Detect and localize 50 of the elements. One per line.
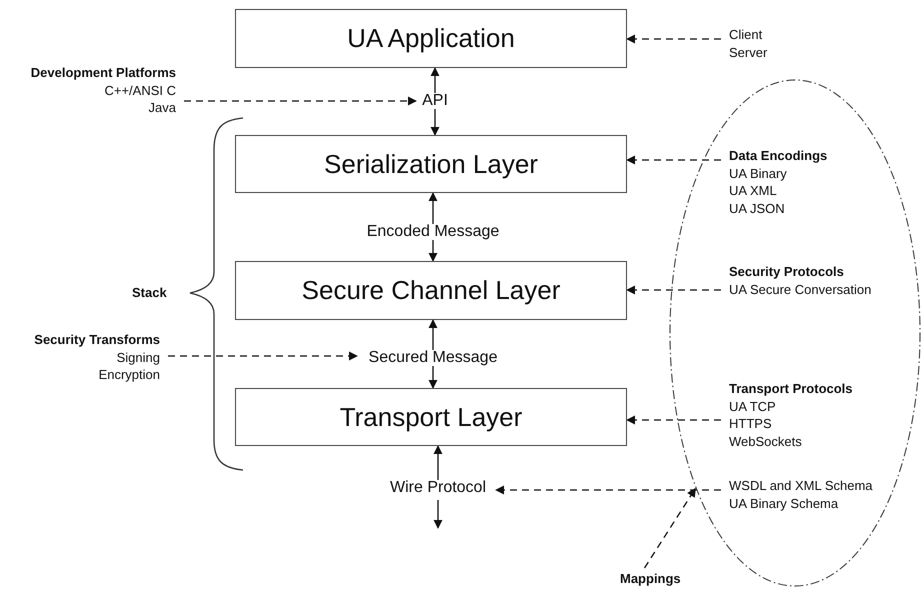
dashed-arrow: [626, 285, 721, 295]
layer-label: Transport Layer: [340, 402, 522, 432]
arrow: [428, 366, 438, 389]
dashed-arrow: [626, 415, 721, 425]
arrow: [428, 192, 438, 224]
list-item: Encryption: [98, 366, 160, 384]
list-item: UA Binary Schema: [729, 494, 840, 512]
arrow: [430, 109, 440, 136]
list-item: WebSockets: [729, 432, 803, 450]
list-item: WSDL and XML Schema: [729, 477, 874, 494]
list-item: UA XML: [729, 182, 778, 200]
arrow: [428, 240, 438, 262]
layer-label: Secure Channel Layer: [302, 275, 560, 306]
layer-label: UA Application: [347, 23, 515, 54]
heading: Security Protocols: [729, 263, 845, 280]
message-label: Secured Message: [368, 348, 498, 368]
layer-box: [235, 388, 627, 446]
dashed-arrow: [495, 485, 721, 495]
message-label: API: [421, 91, 449, 111]
list-item: Server: [729, 44, 768, 61]
message-label: Encoded Message: [366, 222, 500, 242]
list-item: Client: [729, 26, 764, 44]
layer-box: [235, 261, 627, 320]
arrow: [428, 319, 438, 350]
bracket-label: Stack: [132, 285, 167, 300]
message-label: Wire Protocol: [388, 478, 488, 498]
arrow: [433, 500, 443, 529]
callout-label: Mappings: [620, 570, 682, 588]
arrow: [430, 67, 440, 93]
list-item: Signing: [116, 348, 160, 366]
heading: Security Transforms: [33, 331, 160, 348]
dashed-arrow: [184, 96, 417, 106]
list-item: UA JSON: [729, 200, 786, 217]
list-item: UA Binary: [729, 164, 788, 182]
list-item: C++/ANSI C: [103, 82, 176, 99]
dashed-arrow: [626, 155, 721, 165]
heading: Transport Protocols: [729, 380, 854, 398]
list-item: UA Secure Conversation: [729, 280, 872, 298]
list-item: HTTPS: [729, 415, 773, 432]
layer-label: Serialization Layer: [324, 148, 538, 180]
heading: Development Platforms: [30, 64, 176, 82]
dashed-arrow: [626, 34, 721, 44]
dashed-arrow: [644, 488, 696, 568]
list-item: UA TCP: [729, 398, 777, 415]
heading: Data Encodings: [729, 147, 828, 164]
list-item: Java: [148, 99, 176, 116]
layer-box: [235, 9, 627, 68]
arrow: [433, 445, 443, 480]
layer-box: [235, 135, 627, 193]
dashed-arrow: [168, 351, 358, 361]
